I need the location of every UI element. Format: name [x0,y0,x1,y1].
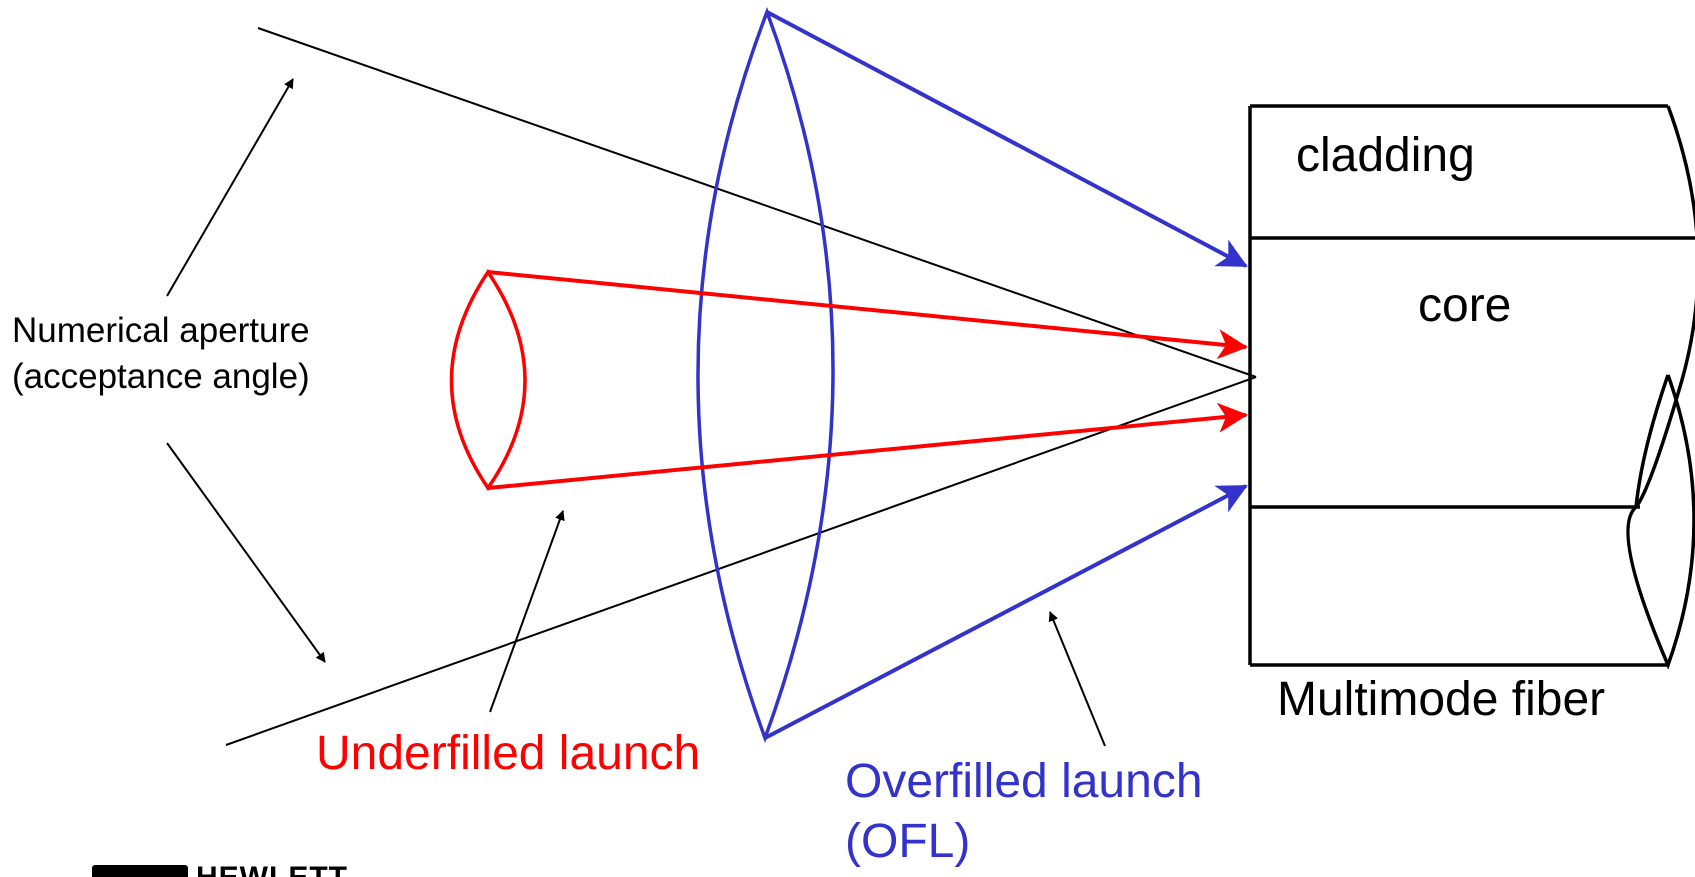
overfilled-launch-label: Overfilled launch (OFL) [845,752,1203,872]
large-lens [696,7,835,744]
overfilled-launch-line2: (OFL) [845,815,971,868]
overfilled-ray-lower [764,484,1248,740]
overfilled-ray-upper [766,10,1248,268]
acceptance-cone-lower-line [225,376,1257,746]
fiber-break-upper [1634,105,1695,509]
ofl-pointer-arrow [1048,611,1106,747]
underfilled-ray-upper [487,270,1248,360]
ufl-pointer-arrow [489,510,565,713]
hp-logo-mark [92,865,188,877]
underfilled-launch-label: Underfilled launch [316,727,701,780]
small-lens [449,268,527,492]
na-arrow-up [166,78,294,297]
overfilled-launch-line1: Overfilled launch [845,755,1203,808]
hp-logo-text: HEWLETT [196,863,348,877]
underfilled-ray-lower [487,402,1248,490]
multimode-fiber [1248,104,1695,670]
core-label: core [1418,279,1512,332]
multimode-fiber-label: Multimode fiber [1277,673,1606,726]
numerical-aperture-line2: (acceptance angle) [12,356,310,396]
na-arrow-down [166,442,326,663]
numerical-aperture-label: Numerical aperture (acceptance angle) [12,308,310,399]
numerical-aperture-line1: Numerical aperture [12,311,310,350]
hp-logo: HEWLETT [92,863,352,877]
acceptance-cone-upper-line [257,27,1257,378]
cladding-label: cladding [1296,129,1475,182]
fiber-break-lower [1626,374,1695,670]
